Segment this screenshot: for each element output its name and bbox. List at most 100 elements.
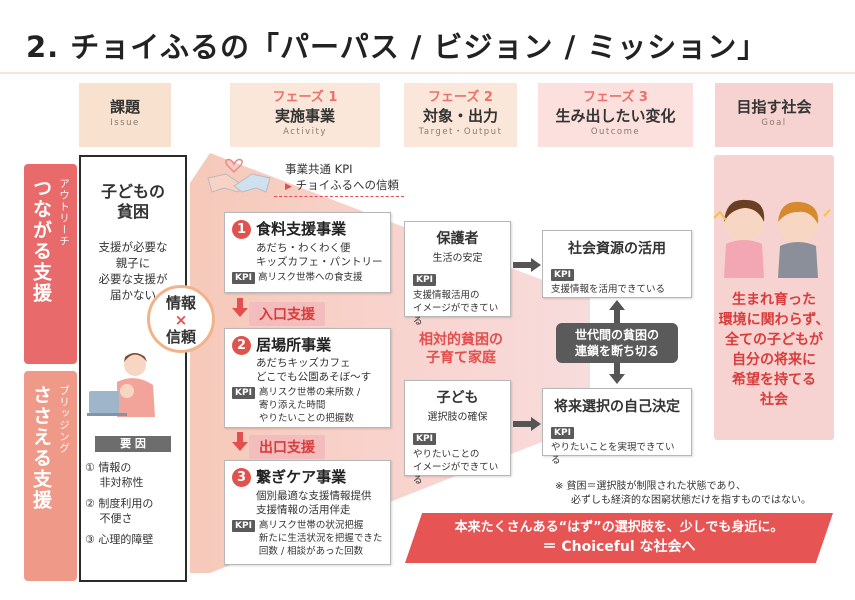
chain-break-label: 世代間の貧困の 連鎖を断ち切る [556, 323, 678, 363]
activity-kpi: 高リスク世帯への食支援 [257, 272, 363, 283]
kpi-tag: KPI [413, 273, 436, 286]
activity-desc: あだち・わくわく便 [256, 242, 351, 254]
header-target-phase: フェーズ 2 [428, 90, 493, 105]
factor-item: 不便さ [85, 512, 133, 525]
issue-panel: 子どもの 貧困 支援が必要な 親子に 必要な支援が 届かない 要 因 ① 情報の… [79, 155, 187, 582]
footnote-l1: ※ 貧困＝選択肢が制限された状態であり、 [555, 481, 747, 492]
activity-desc: キッズカフェ・パントリー [256, 256, 383, 268]
relative-poverty-l2: 子育て家庭 [426, 350, 496, 366]
activity-kpi: 回数 / 相談があった回数 [258, 546, 364, 557]
header-issue-jp: 課題 [109, 98, 140, 116]
common-kpi-label: 事業共通 KPI [285, 162, 353, 176]
target-kpi: 支援情報活用の [413, 290, 480, 301]
header-issue-en: Issue [110, 118, 140, 128]
arrow-right-icon [513, 258, 541, 272]
number-badge: 3 [232, 468, 251, 487]
issue-line: 必要な支援が [98, 272, 168, 286]
outcome-title: 社会資源の活用 [568, 241, 666, 257]
kpi-tag: KPI [232, 271, 255, 284]
goal-line: 社会 [760, 392, 788, 408]
activity-desc: あだちキッズカフェ [256, 357, 351, 369]
header-outcome-phase: フェーズ 3 [583, 90, 648, 105]
parent-laptop-illustration [87, 353, 155, 417]
goal-line: 全ての子どもが [725, 332, 823, 348]
activity-kpi: 高リスク世帯の来所数 / [258, 387, 361, 398]
kpi-tag: KPI [551, 268, 574, 281]
header-activity-phase: フェーズ 1 [272, 90, 338, 105]
header-target: フェーズ 2 対象・出力 Target・Output [404, 83, 517, 147]
header-issue: 課題 Issue [79, 83, 171, 147]
outcome-kpi: 支援情報を活用できている [551, 284, 666, 295]
activity-card-food: 1 食料支援事業 あだち・わくわく便 キッズカフェ・パントリー KPI 高リスク… [224, 212, 391, 293]
kpi-tag: KPI [232, 520, 255, 532]
header-activity-jp: 実施事業 [274, 107, 335, 125]
target-sub: 生活の安定 [432, 253, 483, 264]
activity-title: 繋ぎケア事業 [256, 468, 347, 486]
entry-arrow [232, 298, 248, 317]
header-activity: フェーズ 1 実施事業 Activity [230, 83, 380, 147]
activity-desc: どこでも公園あそぼ～す [256, 371, 372, 383]
entry-support-label: 入口支援 [249, 302, 325, 326]
children-illustration [713, 199, 831, 278]
kpi-tag: KPI [413, 432, 436, 445]
goal-line: 環境に関わらず、 [718, 312, 830, 328]
factor-item: 非対称性 [85, 476, 144, 489]
header-outcome-en: Outcome [590, 127, 641, 137]
issue-line: 支援が必要な [98, 240, 168, 254]
kpi-underline [274, 196, 404, 197]
common-kpi-text: チョイふるへの信頼 [295, 178, 399, 192]
trust-label: 信頼 [165, 328, 196, 346]
handshake-icon [207, 158, 271, 193]
kpi-tag: KPI [232, 387, 255, 399]
exit-support-label: 出口支援 [249, 435, 325, 459]
outcome-card-resources: 社会資源の活用 KPI 支援情報を活用できている [542, 230, 692, 298]
activity-card-care: 3 繋ぎケア事業 個別最適な支援情報提供 支援情報の活用伴走 KPI 高リスク世… [224, 460, 391, 565]
vision-banner: 本来たくさんある“はず”の選択肢を、少しでも身近に。 ＝ Choiceful な… [405, 513, 833, 563]
target-card-parent: 保護者 生活の安定 KPI 支援情報活用の イメージができている [404, 221, 511, 327]
info-label: 情報 [165, 294, 196, 312]
kpi-tag: KPI [551, 426, 574, 439]
chain-l1: 世代間の貧困の [574, 328, 659, 342]
chain-l2: 連鎖を断ち切る [574, 344, 659, 358]
header-goal: 目指す社会 Goal [715, 83, 833, 147]
row-label-connect-text: つながる支援 [30, 178, 52, 304]
number-badge: 2 [232, 336, 251, 355]
issue-line: 親子に [115, 256, 151, 270]
relative-poverty-label: 相対的貧困の 子育て家庭 [403, 331, 519, 367]
exit-arrow [232, 432, 248, 451]
cross-label: × [174, 311, 188, 329]
row-label-support: ささえる支援 ブリッジング [24, 371, 77, 581]
number-badge: 1 [232, 220, 251, 239]
target-title: 保護者 [436, 231, 479, 247]
row-label-connect: つながる支援 アウトリーチ [24, 164, 77, 364]
footnote: ※ 貧困＝選択肢が制限された状態であり、 必ずしも経済的な困窮状態だけを指すもの… [555, 480, 845, 508]
row-label-support-sub: ブリッジング [58, 385, 70, 454]
relative-poverty-l1: 相対的貧困の [419, 332, 503, 348]
goal-text: 生まれ育った 環境に関わらず、 全ての子どもが 自分の将来に 希望を持てる 社会 [714, 290, 834, 410]
target-card-child: 子ども 選択肢の確保 KPI やりたいことの イメージができている [404, 380, 511, 486]
activity-desc: 支援情報の活用伴走 [256, 504, 351, 516]
goal-line: 希望を持てる [732, 372, 816, 388]
banner-l1: 本来たくさんある“はず”の選択肢を、少しでも身近に。 [454, 520, 784, 535]
activity-title: 居場所事業 [256, 336, 332, 354]
outcome-title: 将来選択の自己決定 [554, 399, 680, 415]
title-divider [0, 72, 855, 74]
goal-line: 生まれ育った [732, 292, 816, 308]
target-kpi: やりたいことの [413, 449, 480, 460]
issue-heading-1: 子どもの [100, 182, 165, 201]
page-title: 2. チョイふるの「パーパス / ビジョン / ミッション」 [26, 30, 768, 64]
arrow-right-icon [513, 417, 541, 431]
info-trust-badge: 情報 × 信頼 [147, 285, 215, 353]
header-target-en: Target・Output [418, 127, 503, 137]
activity-card-place: 2 居場所事業 あだちキッズカフェ どこでも公園あそぼ～す KPI 高リスク世帯… [224, 328, 391, 428]
activity-title: 食料支援事業 [256, 220, 347, 238]
footnote-l2: 必ずしも経済的な困窮状態だけを指すものではない。 [571, 495, 811, 506]
activity-kpi: 新たに生活状況を把握できた [258, 533, 383, 544]
header-goal-jp: 目指す社会 [736, 98, 812, 116]
factor-label: 要 因 [95, 436, 171, 452]
outcome-kpi: やりたいことを実現できている [551, 442, 675, 466]
target-title: 子ども [436, 390, 479, 406]
activity-kpi: 高リスク世帯の状況把握 [258, 520, 364, 531]
header-goal-en: Goal [761, 118, 787, 128]
header-activity-en: Activity [283, 127, 327, 137]
